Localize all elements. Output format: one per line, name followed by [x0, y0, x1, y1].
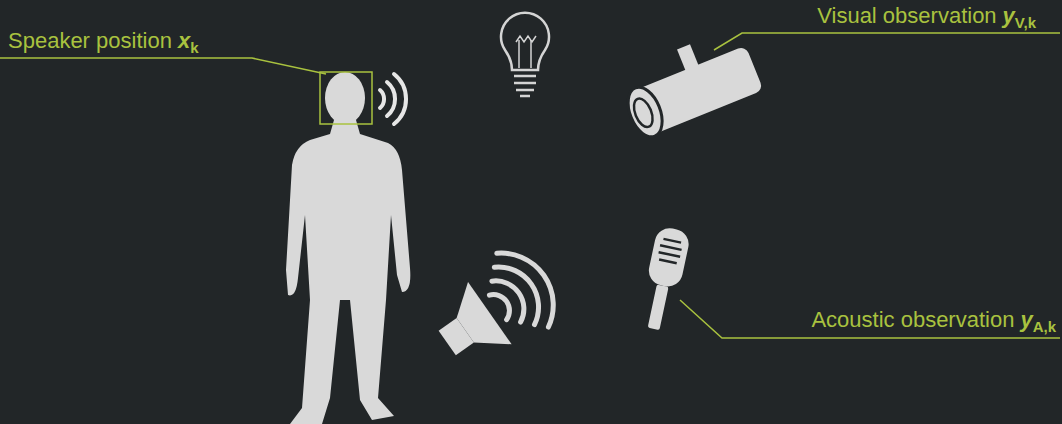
math-symbol: yV,k — [1003, 3, 1036, 29]
callout-label: Speaker positionxk — [8, 28, 198, 54]
callout-label: Visual observation yV,k — [817, 3, 1036, 29]
callout-label: Acoustic observationyA,k — [811, 307, 1056, 333]
leader-line — [0, 58, 326, 74]
math-subscript: A,k — [1033, 318, 1056, 335]
leader-line — [714, 33, 1060, 50]
light-bulb — [501, 13, 549, 96]
label-text: Acoustic observation — [811, 307, 1014, 333]
label-text: Speaker position — [8, 28, 172, 54]
voice-waves — [380, 74, 406, 124]
math-symbol: xk — [178, 28, 199, 54]
leader-lines — [0, 33, 1060, 338]
math-subscript: k — [190, 39, 198, 56]
speaker-silhouette — [286, 72, 410, 424]
math-subscript: V,k — [1015, 14, 1036, 31]
loudspeaker-symbol — [421, 238, 569, 379]
math-symbol: yA,k — [1020, 307, 1056, 333]
microphone-symbol — [637, 225, 691, 332]
face-box — [320, 72, 372, 124]
label-text: Visual observation — [817, 3, 996, 29]
camera-symbol — [614, 25, 764, 142]
leader-line — [680, 300, 1060, 338]
